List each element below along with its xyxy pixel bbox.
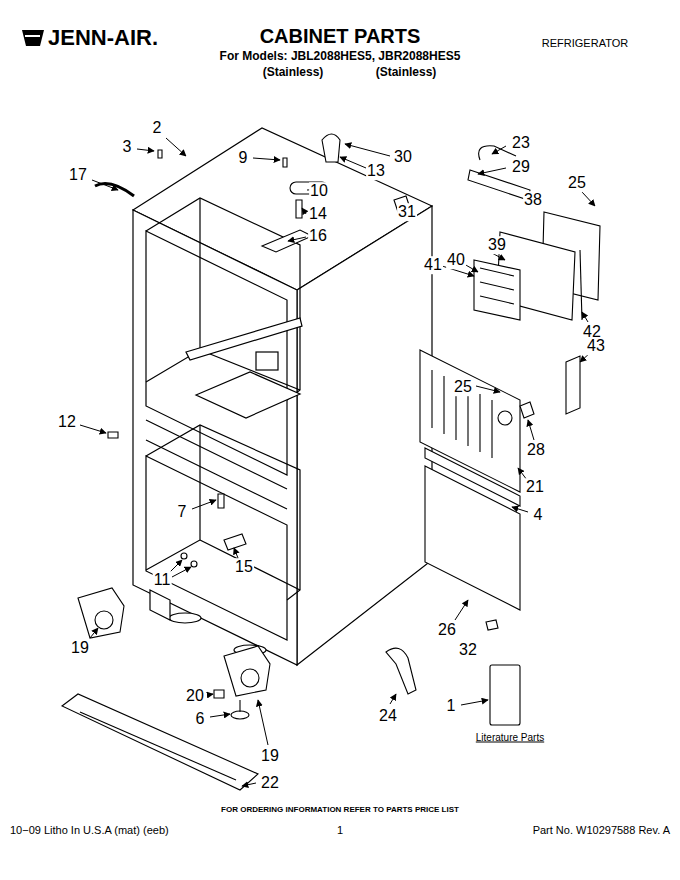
callout-number: 40 xyxy=(446,251,466,269)
callout-number: 32 xyxy=(458,641,478,659)
logo-symbol xyxy=(22,30,44,46)
callout-number: 10 xyxy=(309,182,329,200)
callout-number: 6 xyxy=(195,710,206,728)
literature-label: Literature Parts xyxy=(476,732,544,743)
page-number: 1 xyxy=(337,824,343,836)
callout-number: 38 xyxy=(523,191,543,209)
callout-number: 41 xyxy=(423,256,443,274)
callout-number: 25 xyxy=(453,378,473,396)
page-title: CABINET PARTS xyxy=(260,25,421,47)
callout-number: 7 xyxy=(177,503,188,521)
callout-number: 19 xyxy=(260,747,280,765)
callout-number: 13 xyxy=(366,162,386,180)
callout-number: 25 xyxy=(567,174,587,192)
callout-number: 26 xyxy=(437,621,457,639)
model-list: For Models: JBL2088HES5, JBR2088HES5 xyxy=(220,50,461,63)
callout-number: 14 xyxy=(308,205,328,223)
callout-number: 24 xyxy=(378,707,398,725)
callout-number: 29 xyxy=(511,158,531,176)
parts xyxy=(62,134,600,790)
product-type: REFRIGERATOR xyxy=(542,37,628,49)
ordering-note: FOR ORDERING INFORMATION REFER TO PARTS … xyxy=(221,806,459,815)
brand-logo: JENN-AIR. xyxy=(48,26,158,50)
callout-number: 20 xyxy=(185,687,205,705)
callout-number: 1 xyxy=(446,697,457,715)
callout-number: 30 xyxy=(393,148,413,166)
part-number: Part No. W10297588 Rev. A xyxy=(533,824,670,836)
callout-number: 17 xyxy=(68,166,88,184)
finish-note: (Stainless) xyxy=(376,66,437,79)
callout-number: 15 xyxy=(234,558,254,576)
callout-number: 39 xyxy=(487,236,507,254)
callout-number: 31 xyxy=(397,203,417,221)
callout-number: 22 xyxy=(260,774,280,792)
callout-number: 12 xyxy=(57,413,77,431)
callout-number: 2 xyxy=(152,119,163,137)
print-info: 10−09 Litho In U.S.A (mat) (eeb) xyxy=(10,824,169,836)
callout-number: 16 xyxy=(308,227,328,245)
callout-number: 28 xyxy=(526,441,546,459)
callout-number: 43 xyxy=(586,337,606,355)
callout-number: 21 xyxy=(525,478,545,496)
callout-number: 11 xyxy=(153,571,172,589)
callout-number: 23 xyxy=(511,134,531,152)
callout-number: 19 xyxy=(70,639,90,657)
callout-number: 3 xyxy=(122,138,133,156)
leader-lines xyxy=(80,138,595,786)
cabinet xyxy=(133,128,432,665)
callout-number: 4 xyxy=(533,506,544,524)
finish-note: (Stainless) xyxy=(263,66,324,79)
callout-number: 9 xyxy=(238,149,249,167)
